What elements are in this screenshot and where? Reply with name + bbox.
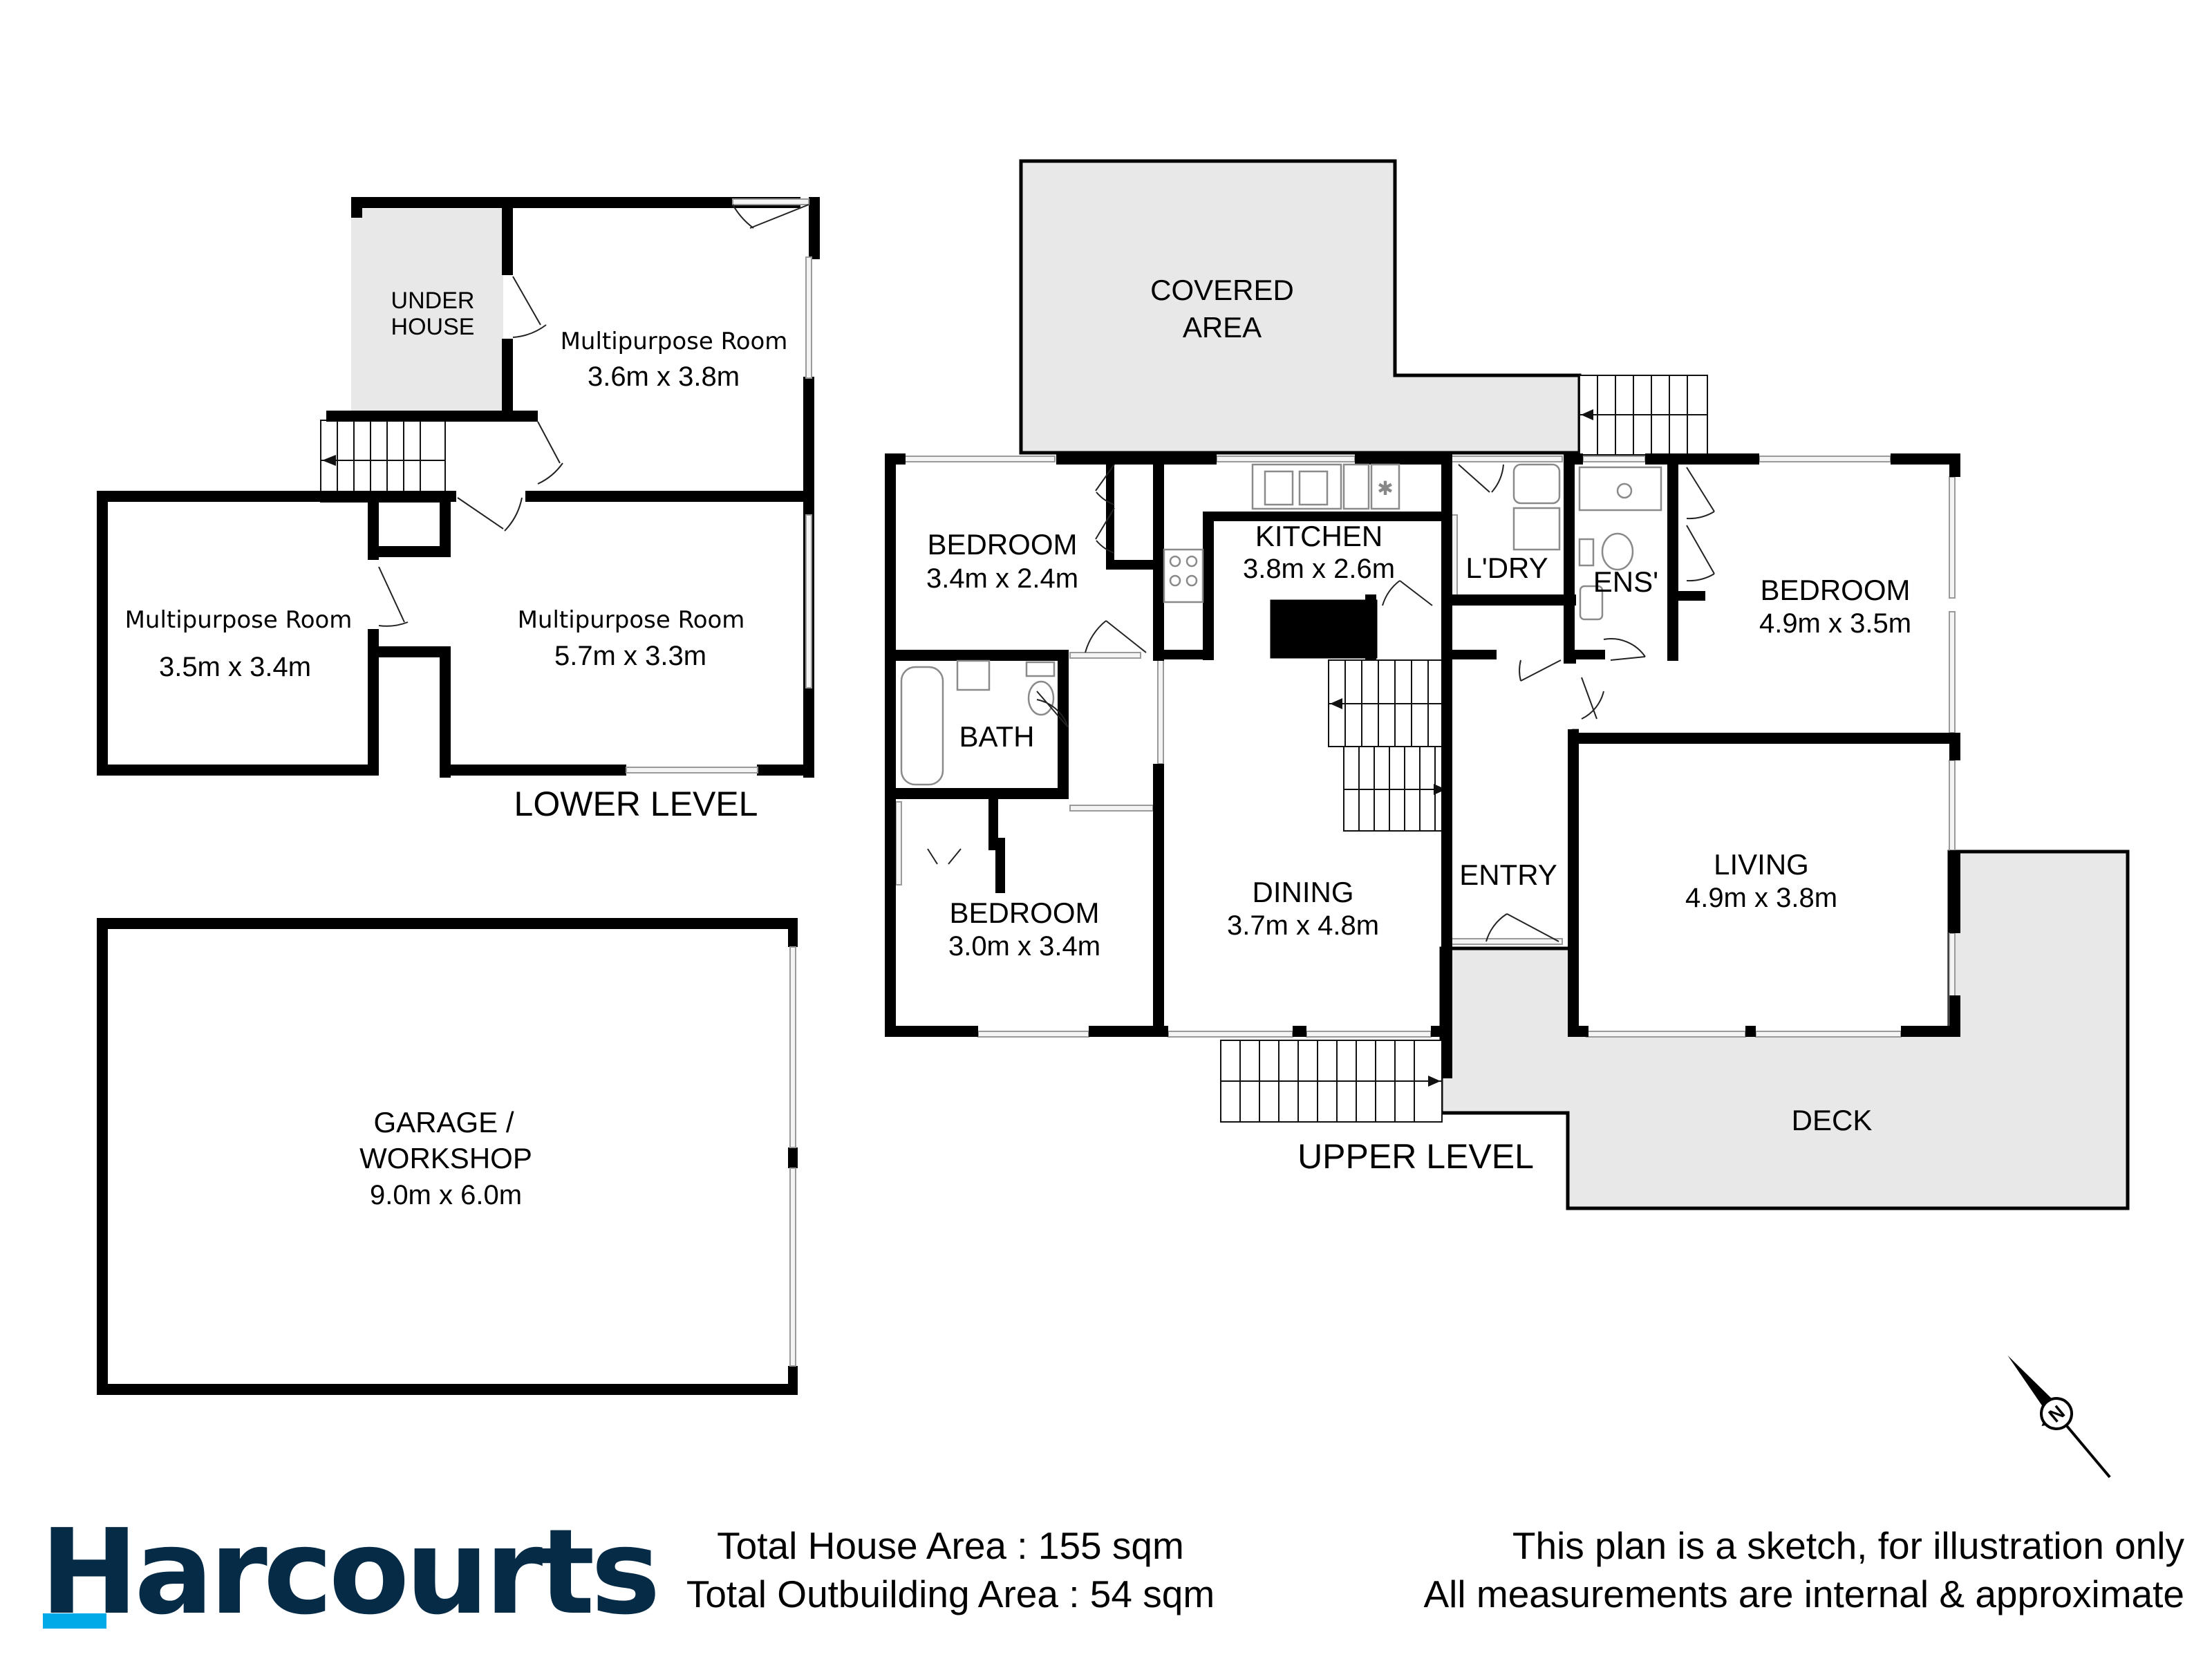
room-dims-bedroom-3: 3.0m x 3.4m (948, 931, 1100, 962)
total-house-area: Total House Area : 155 sqm (717, 1524, 1184, 1567)
room-label-covered-area: COVERED (1150, 274, 1294, 306)
room-dims-living: 4.9m x 3.8m (1685, 883, 1837, 913)
room-label-under-house: UNDER (391, 288, 475, 314)
room-dims-dining: 3.7m x 4.8m (1227, 910, 1379, 941)
doors (927, 464, 1715, 942)
level-label-lower: LOWER LEVEL (514, 785, 758, 823)
room-dims-kitchen: 3.8m x 2.6m (1243, 554, 1395, 584)
rear-stairs (1579, 375, 1708, 456)
disclaimer-line-1: This plan is a sketch, for illustration … (1512, 1524, 2185, 1567)
lower-level-plan (97, 197, 820, 778)
stair-direction-arrow-icon (1581, 409, 1593, 420)
covered-area (1019, 159, 1582, 455)
stair-direction-arrow-icon (322, 455, 336, 466)
room-label-living: LIVING (1714, 848, 1809, 881)
room-label-dining: DINING (1253, 876, 1354, 908)
room-label-garage-2: WORKSHOP (359, 1142, 532, 1174)
room-label-garage: GARAGE / (373, 1106, 514, 1138)
harcourts-logo: Harcourts (40, 1504, 661, 1641)
room-label-under-house-2: HOUSE (391, 314, 475, 340)
under-house-area (351, 209, 503, 411)
lower-stairs (320, 420, 446, 503)
room-label-bedroom-2: BEDROOM (1760, 574, 1910, 606)
logo-accent-bar (43, 1613, 106, 1629)
room-label-bedroom-1: BEDROOM (927, 528, 1077, 561)
lower-level-labels: UNDER HOUSE Multipurpose Room 3.6m x 3.8… (125, 288, 788, 823)
room-label-bath: BATH (959, 720, 1035, 753)
room-label-covered-area-2: AREA (1183, 311, 1262, 344)
north-arrow-icon: N (2007, 1355, 2111, 1479)
disclaimer: This plan is a sketch, for illustration … (1423, 1524, 2184, 1615)
room-dims-garage: 9.0m x 6.0m (370, 1180, 522, 1210)
room-label-entry: ENTRY (1459, 859, 1557, 891)
total-outbuilding-area: Total Outbuilding Area : 54 sqm (686, 1573, 1215, 1615)
svg-text:Harcourts: Harcourts (40, 1504, 657, 1641)
room-dims-bedroom-1: 3.4m x 2.4m (926, 563, 1078, 594)
wet-area-fixtures (900, 463, 1662, 786)
room-label-laundry: L'DRY (1465, 552, 1548, 584)
room-dims-multipurpose-3: 5.7m x 3.3m (554, 641, 706, 671)
garage-plan: GARAGE / WORKSHOP 9.0m x 6.0m (97, 918, 798, 1395)
room-label-kitchen: KITCHEN (1255, 520, 1382, 552)
room-label-bedroom-3: BEDROOM (949, 897, 1099, 929)
disclaimer-line-2: All measurements are internal & approxim… (1423, 1573, 2184, 1615)
room-dims-bedroom-2: 4.9m x 3.5m (1759, 608, 1911, 639)
upper-level-plan: ✱ (885, 159, 2130, 1210)
room-label-multipurpose-2: Multipurpose Room (125, 606, 353, 634)
level-label-upper: UPPER LEVEL (1297, 1137, 1534, 1176)
room-label-ensuite: ENS' (1593, 565, 1658, 598)
internal-stairs (1328, 659, 1448, 832)
room-label-multipurpose-3: Multipurpose Room (518, 606, 745, 634)
kitchen-fixtures: ✱ (1163, 463, 1400, 603)
fan-icon: ✱ (1377, 478, 1393, 499)
front-stairs (1220, 1040, 1443, 1123)
room-label-deck: DECK (1792, 1104, 1873, 1136)
room-dims-multipurpose-1: 3.6m x 3.8m (588, 362, 740, 392)
room-dims-multipurpose-2: 3.5m x 3.4m (159, 652, 311, 682)
area-summary: Total House Area : 155 sqm Total Outbuil… (686, 1524, 1215, 1615)
upper-level-labels: COVERED AREA BEDROOM 3.4m x 2.4m KITCHEN… (926, 274, 1911, 1176)
room-label-multipurpose-1: Multipurpose Room (561, 328, 788, 355)
